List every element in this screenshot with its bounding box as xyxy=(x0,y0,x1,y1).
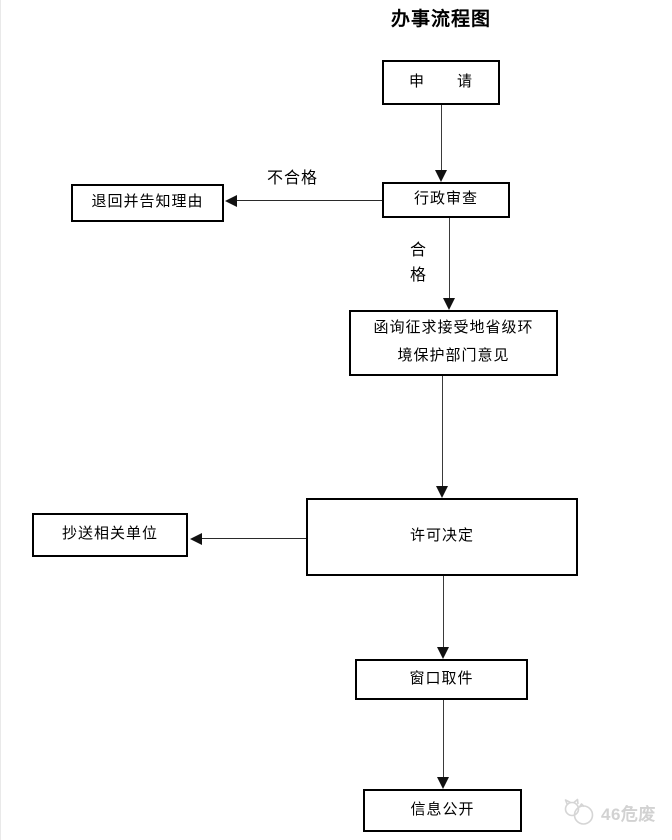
arrow-decision-to-pickup-shaft xyxy=(442,576,444,647)
node-window-pickup: 窗口取件 xyxy=(355,659,528,700)
arrow-decision-to-pickup-head-icon xyxy=(437,647,449,659)
arrow-decision-to-copy-head-icon xyxy=(190,532,202,545)
edge-label-pass-top: 合 xyxy=(410,242,428,259)
node-review: 行政审查 xyxy=(382,182,510,218)
arrow-consult-to-decision-shaft xyxy=(441,376,443,486)
node-consult-line2: 境保护部门意见 xyxy=(397,348,510,364)
page-title: 办事流程图 xyxy=(391,9,492,30)
node-consult-provincial-dept: 函询征求接受地省级环 境保护部门意见 xyxy=(349,310,558,376)
arrow-review-to-consult-shaft xyxy=(448,218,450,298)
arrow-consult-to-decision-head-icon xyxy=(436,486,448,498)
node-consult-line1: 函询征求接受地省级环 xyxy=(373,320,534,337)
watermark-text: 46危废 xyxy=(601,804,656,824)
node-decision: 许可决定 xyxy=(306,498,578,576)
arrow-apply-to-review-shaft xyxy=(440,105,442,171)
edge-label-pass-bottom: 格 xyxy=(410,267,428,284)
arrow-pickup-to-publish-shaft xyxy=(442,700,444,777)
arrow-apply-to-review-head-icon xyxy=(435,170,447,182)
node-apply: 申 请 xyxy=(382,60,500,105)
node-info-disclosure: 信息公开 xyxy=(363,789,522,832)
arrow-pickup-to-publish-head-icon xyxy=(437,777,449,789)
arrow-decision-to-copy-shaft xyxy=(201,537,306,539)
page-left-edge xyxy=(0,0,1,840)
arrow-review-to-consult-head-icon xyxy=(443,298,455,310)
node-copy-to-units: 抄送相关单位 xyxy=(32,513,188,557)
node-return-reason: 退回并告知理由 xyxy=(71,184,224,222)
arrow-review-to-return-shaft xyxy=(236,199,382,201)
edge-label-fail: 不合格 xyxy=(267,170,319,187)
arrow-review-to-return-head-icon xyxy=(225,194,237,207)
watermark: 46危废 xyxy=(562,798,656,826)
watermark-cat-logo-icon xyxy=(564,798,594,825)
